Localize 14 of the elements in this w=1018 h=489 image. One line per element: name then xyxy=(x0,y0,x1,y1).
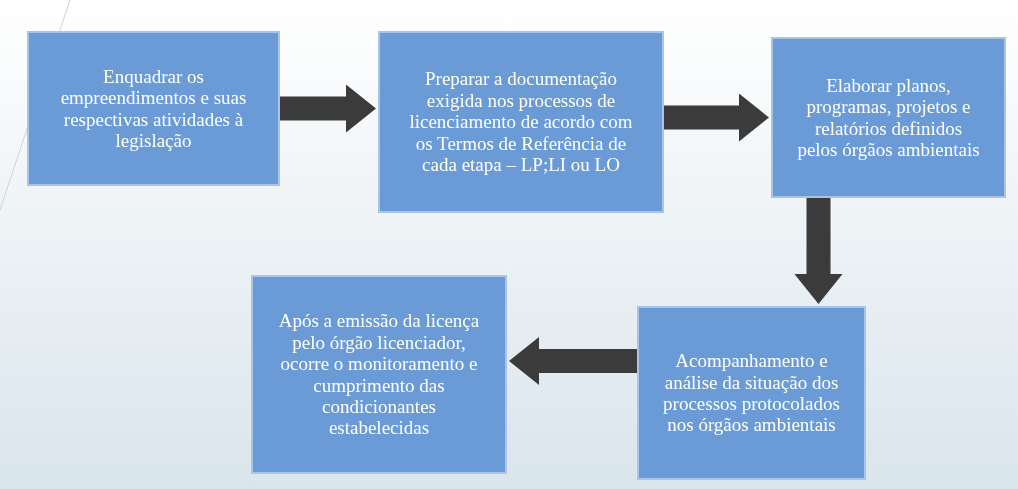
box-text: Enquadrar os empreendimentos e suas respectivas atividades à legislação xyxy=(59,65,248,152)
box-text: Após a emissão da licença pelo órgão licenciador, ocorre o monitoramento e cumprimento das condicionantes estabelecidas xyxy=(277,310,481,439)
process-box xyxy=(771,37,1006,198)
process-box xyxy=(27,31,280,186)
block-arrow xyxy=(794,198,843,304)
block-arrow xyxy=(280,84,376,133)
process-box xyxy=(251,275,507,474)
block-arrow xyxy=(509,337,637,385)
process-box xyxy=(637,306,866,480)
box-text: Acompanhamento e análise da situação dos processos protocolados nos órgãos ambientais xyxy=(662,350,841,436)
box-text: Elaborar planos, programas, projetos e relatórios definidos pelos órgãos ambientais xyxy=(796,74,981,161)
box-text: Preparar a documentação exigida nos processos de licenciamento de acordo com os Termos de Referência de cada etapa – LP;LI ou LO xyxy=(408,68,634,176)
block-arrow xyxy=(664,93,769,142)
process-box xyxy=(378,31,664,213)
